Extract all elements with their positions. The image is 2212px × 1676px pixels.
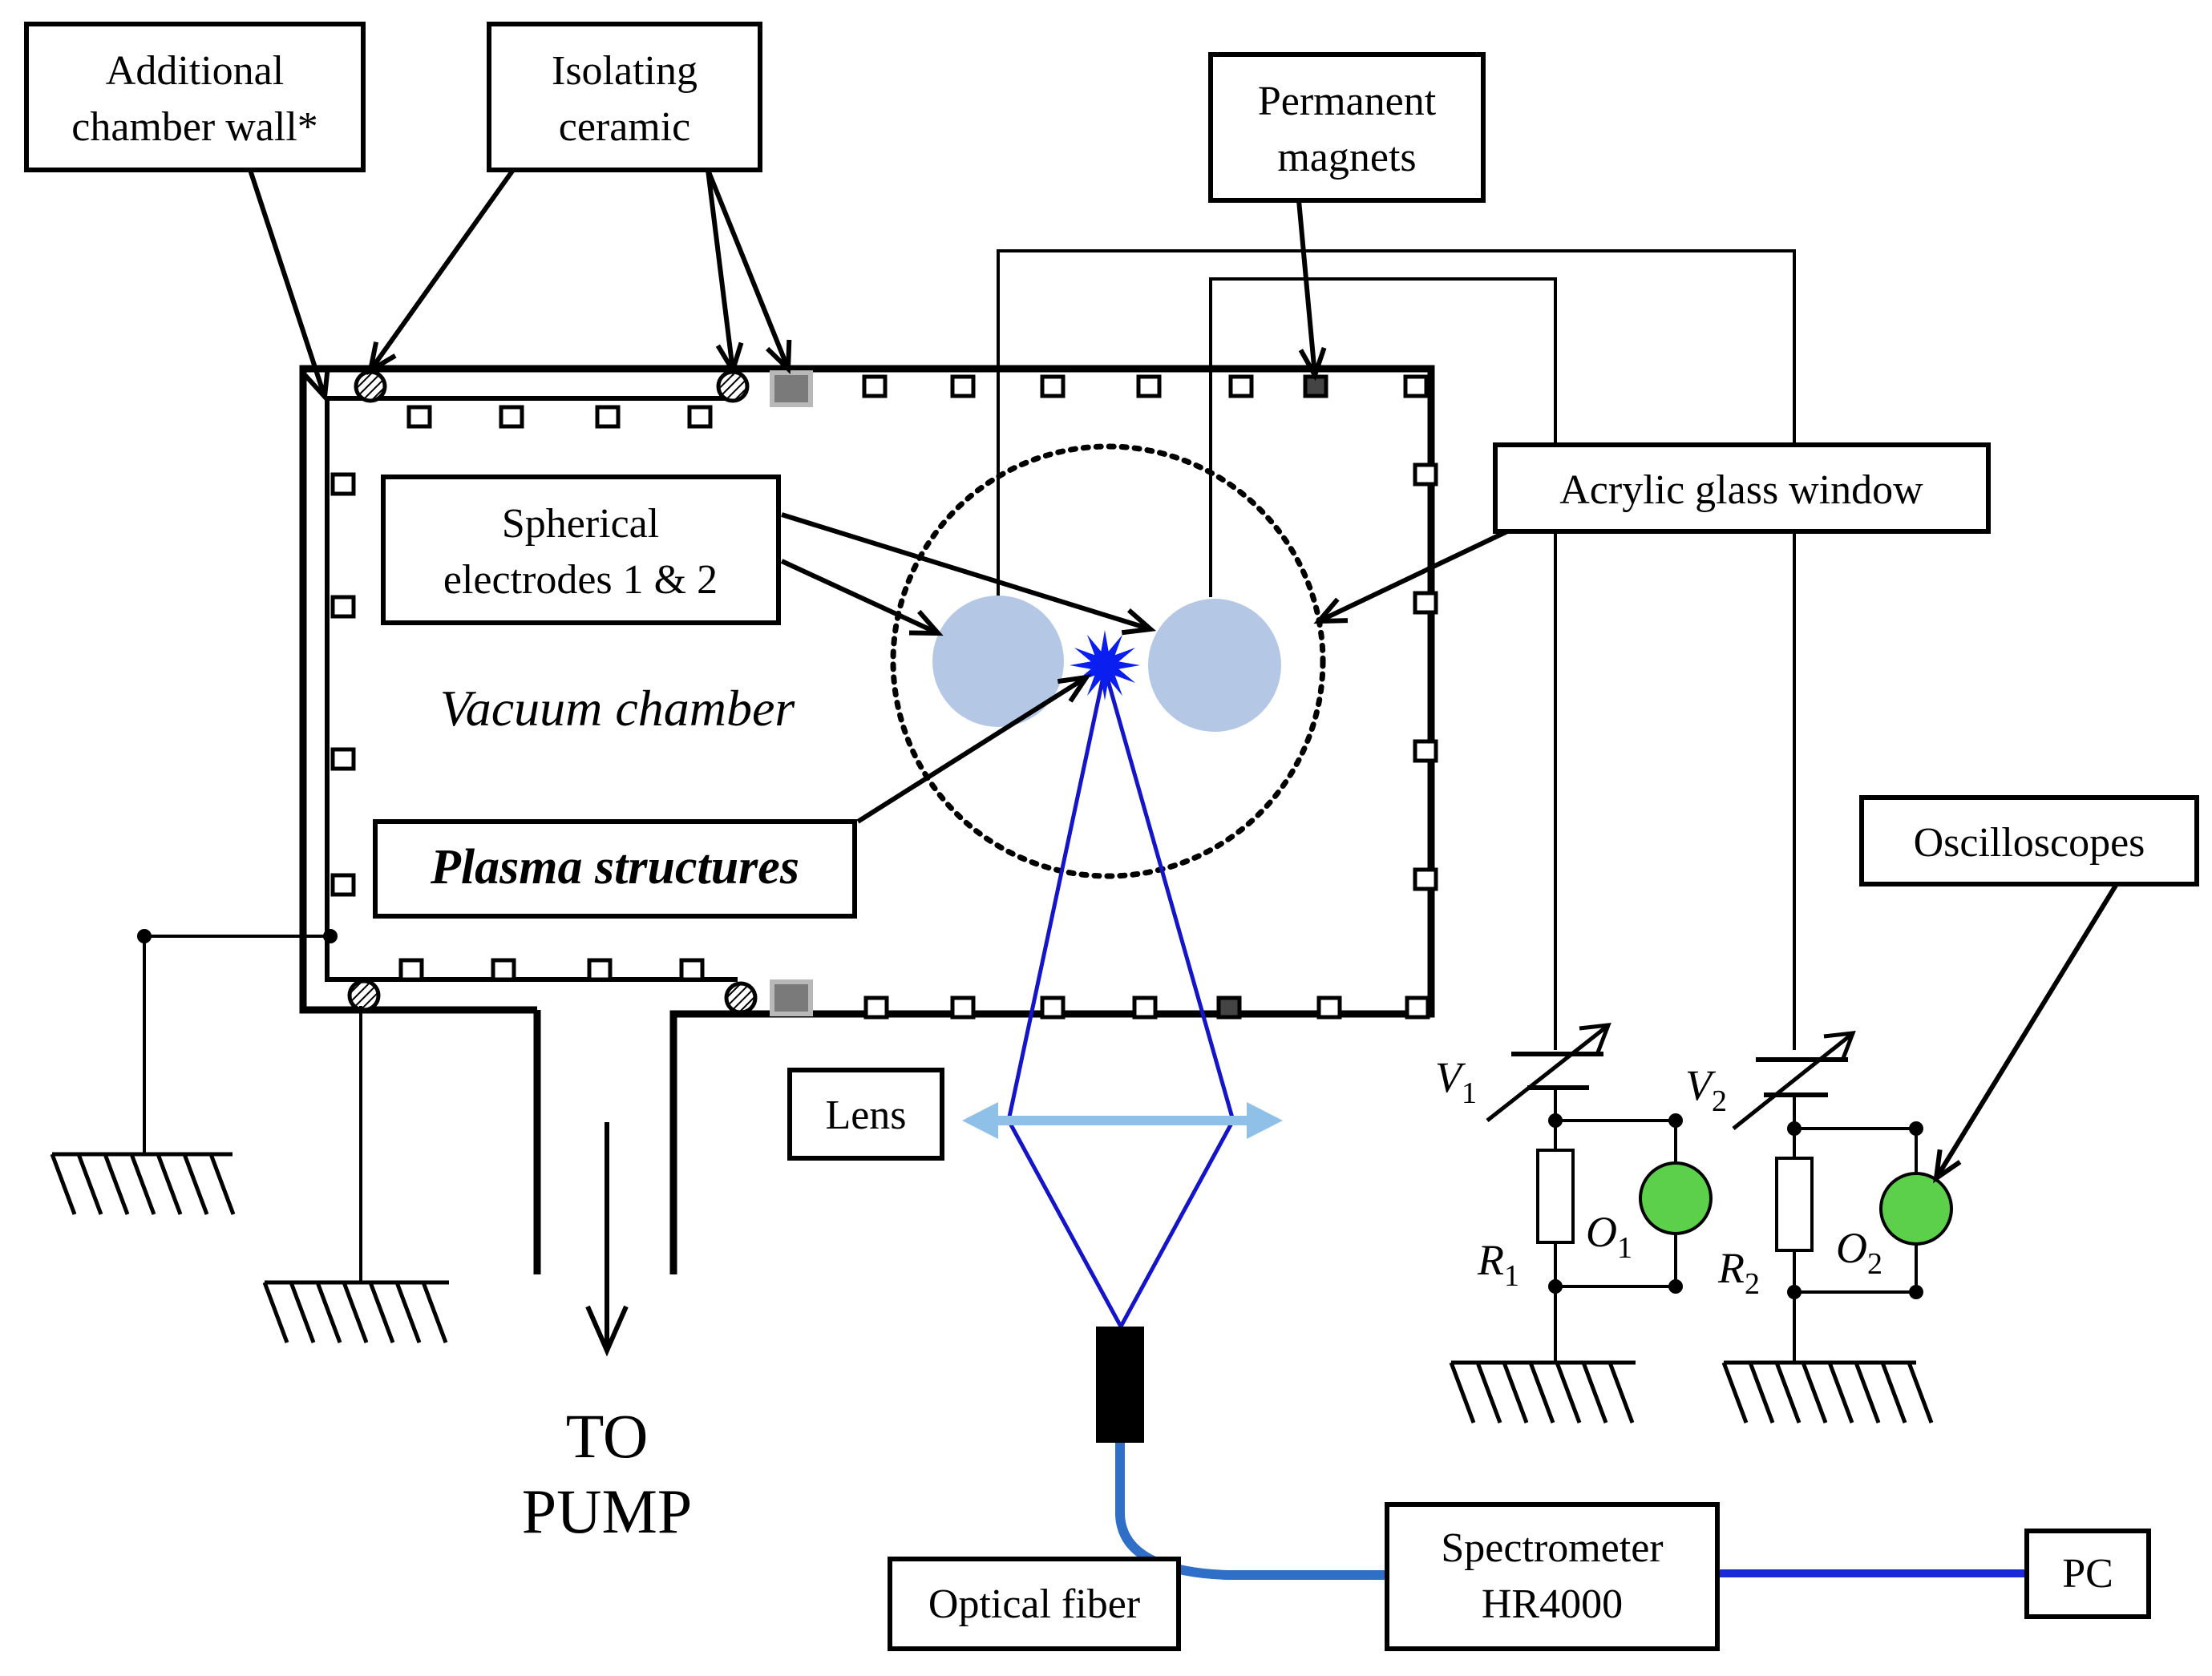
label-oscilloscopes: Oscilloscopes [1914,820,2145,866]
circuit-1 [1486,1023,1677,1363]
label-pc: PC [2062,1551,2113,1597]
magnet-square [679,958,705,982]
magnet-square [330,873,356,897]
resistor-r1 [1536,1149,1575,1244]
label-r1: R1 [1477,1236,1519,1293]
label-v2: V2 [1685,1061,1727,1118]
magnet-square-marked [1216,996,1242,1020]
label-r2: R2 [1717,1244,1760,1301]
label-spectrometer-1: Spectrometer [1441,1525,1663,1571]
label-isolating-ceramic-2: ceramic [559,104,691,150]
magnet-square [1136,374,1162,398]
magnet-square [499,405,524,429]
label-plasma-structures: Plasma structures [430,840,799,895]
pointer-arrow [706,169,744,377]
ground-icon [1449,1360,1636,1424]
magnet-square [1413,867,1438,891]
pointer-arrow [780,559,944,636]
magnet-square [687,405,713,429]
magnet-block-bottom [770,979,813,1016]
magnet-square [1040,374,1066,398]
magnet-square [330,472,356,496]
electrode-wires [997,249,1796,1050]
magnet-square [1405,996,1430,1020]
label-additional-wall-2: chamber wall* [71,104,318,150]
label-v1: V1 [1435,1053,1477,1110]
label-acrylic-window: Acrylic glass window [1559,467,1923,513]
resistor-r2 [1775,1157,1814,1252]
label-o1: O1 [1586,1208,1632,1265]
magnet-square [950,374,976,398]
pointer-arrow [856,674,1092,824]
spherical-electrode-2 [1148,599,1281,732]
ground-icon [50,1152,236,1215]
magnet-square [863,996,889,1020]
label-additional-wall-1: Additional [106,48,284,94]
ceramic-top-right [716,370,750,403]
magnet-square [406,405,432,429]
magnet-square [491,958,516,982]
magnet-square [950,996,976,1020]
pointer-arrow [1313,529,1509,624]
magnet-square [1040,996,1066,1020]
magnet-square [398,958,424,982]
magnet-square [1413,739,1438,763]
ceramic-bottom-left [347,979,381,1012]
pump-arrow-icon [585,1122,629,1357]
pointer-arrow [248,169,330,402]
label-permanent-magnets-2: magnets [1277,135,1416,180]
magnet-square [595,405,621,429]
pointer-arrow [706,168,792,374]
fiber-collimator [1096,1327,1144,1443]
label-spherical-electrodes-1: Spherical [502,501,659,547]
label-to-pump-1: TO [566,1401,649,1471]
label-to-pump-2: PUMP [522,1476,692,1546]
optical-fiber-cable [1115,1443,1387,1580]
oscilloscope-o1 [1639,1161,1713,1235]
grey-magnet-blocks [770,370,813,1016]
magnet-square [1413,591,1438,615]
magnet-square [862,374,888,398]
label-boxes [24,22,2199,1651]
magnet-square [587,958,613,982]
plasma-spark-icon [1070,630,1140,701]
chamber-grounding [143,935,362,1282]
oscilloscope-o2 [1879,1172,1953,1246]
magnet-square [330,595,356,619]
magnet-square [1413,462,1438,487]
magnet-block-top [770,370,813,407]
magnet-square [1228,374,1254,398]
isolating-ceramics [347,370,758,1015]
lens-icon [962,1102,1283,1139]
magnet-square [1403,374,1429,398]
pointer-arrows [248,168,2119,1184]
permanent-magnets-row [330,374,1438,1020]
ceramic-top-left [354,370,387,403]
label-o2: O2 [1836,1224,1882,1281]
ground-icon [262,1280,449,1343]
pointer-arrow [366,168,516,375]
magnet-square [330,747,356,771]
pointer-arrow [1933,882,2119,1184]
label-permanent-magnets-1: Permanent [1258,79,1437,124]
ground-icon [1721,1360,1934,1424]
label-isolating-ceramic-1: Isolating [552,48,698,94]
label-lens: Lens [825,1092,906,1138]
pointer-arrow [781,512,1157,636]
ceramic-bottom-right [724,981,758,1015]
label-spherical-electrodes-2: electrodes 1 & 2 [443,557,718,603]
spherical-electrode-1 [932,596,1064,727]
magnet-square [1132,996,1158,1020]
label-spectrometer-2: HR4000 [1482,1581,1623,1627]
magnet-square [1316,996,1342,1020]
acrylic-glass-window [890,443,1326,879]
label-vacuum-chamber: Vacuum chamber [440,680,796,737]
label-optical-fiber: Optical fiber [928,1581,1140,1627]
pointer-arrow [1296,200,1327,382]
